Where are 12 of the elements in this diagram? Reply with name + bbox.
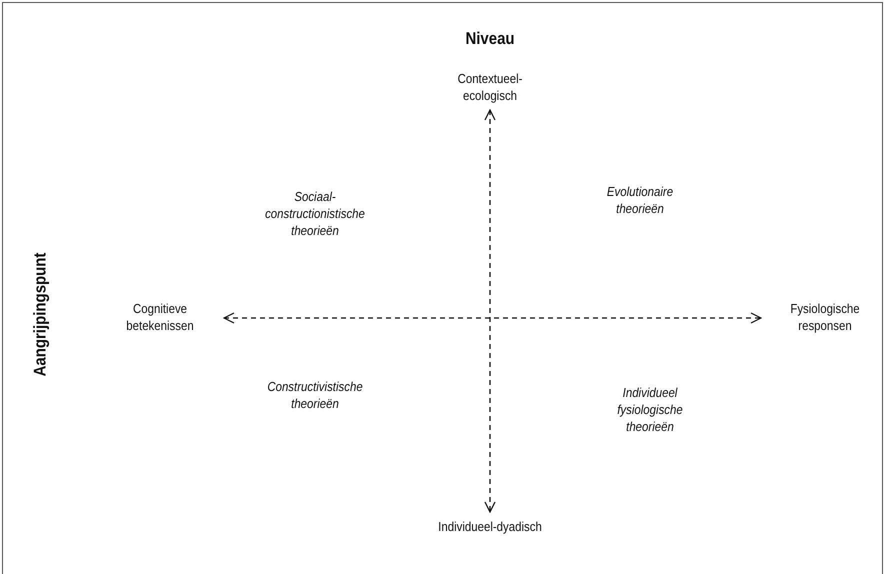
dashed-arrow (484, 109, 496, 513)
axis-title: Aangrijpingspunt (32, 252, 48, 378)
axis-title: Niveau (464, 30, 516, 47)
quadrant-label: Sociaal-constructionistische theorieën (264, 188, 366, 239)
axis-end-label: Cognitieve betekenissen (125, 300, 195, 334)
axis-end-label: Contextueel-ecologisch (456, 70, 524, 104)
axis-end-label: Fysiologische responsen (789, 300, 861, 334)
quadrant-label: Evolutionaire theorieën (606, 183, 674, 217)
quadrant-label: Individueel fysiologische theorieën (616, 384, 684, 435)
quadrant-label: Constructivistische theorieën (266, 378, 364, 412)
dashed-arrow (223, 312, 762, 324)
axis-end-label: Individueel-dyadisch (437, 518, 543, 535)
